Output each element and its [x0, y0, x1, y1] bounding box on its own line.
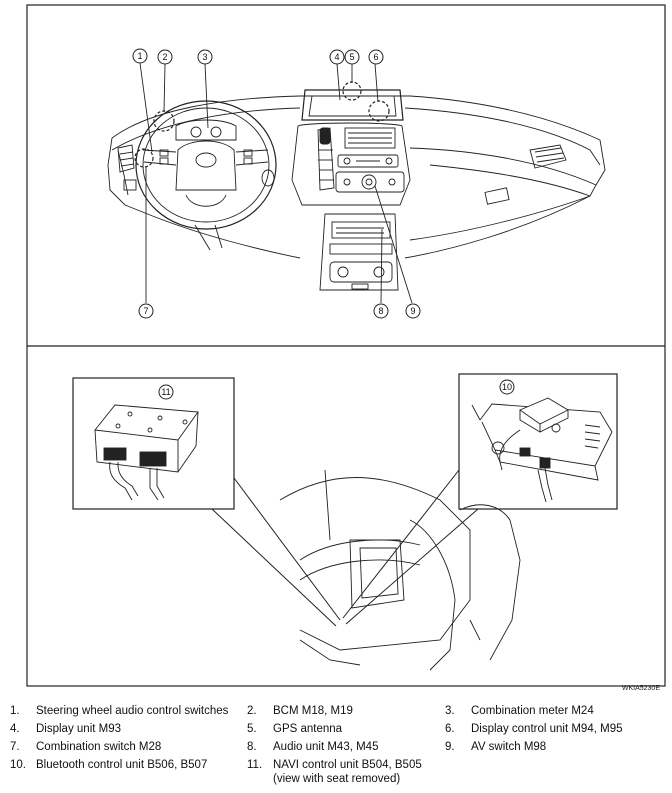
figure-code: WKIA5230E: [622, 685, 660, 692]
callout-2: 2: [157, 49, 173, 65]
callout-number: 8: [378, 306, 383, 316]
legend: 1. Steering wheel audio control switches…: [10, 705, 623, 785]
callout-circle: [158, 384, 174, 400]
callout-number: 4: [334, 52, 339, 62]
callout-number: 11: [161, 387, 170, 397]
callout-3: 3: [197, 49, 213, 65]
callout-number: 10: [502, 382, 512, 392]
callout-circle: [132, 48, 148, 64]
inset-pointer-lines: [211, 469, 479, 627]
callout-8: 8: [373, 303, 389, 319]
highlight-circle-6: [368, 100, 390, 122]
highlight-circle-5: [342, 81, 362, 101]
callout-5: 5: [344, 49, 360, 65]
interior-illustration: [279, 469, 521, 671]
highlight-circles-top: [134, 81, 390, 168]
callout-number: 6: [373, 52, 378, 62]
bluetooth-unit-inset: [458, 373, 618, 510]
callout-circle: [368, 49, 384, 65]
callout-number: 7: [143, 306, 148, 316]
callout-number: 2: [162, 52, 167, 62]
callout-11: 11: [158, 384, 174, 400]
callout-circle: [499, 379, 515, 395]
callout-circle: [373, 303, 389, 319]
callout-leaders-top: [139, 62, 413, 304]
component-location-diagram: 1 2 3 45 6 7 8 9 10 11 WKIA5230E: [26, 4, 666, 692]
callout-6: 6: [368, 49, 384, 65]
callout-circle: [329, 49, 345, 65]
callout-circle: [197, 49, 213, 65]
callout-number: 9: [410, 306, 415, 316]
callout-circle: [344, 49, 360, 65]
callout-number: 5: [349, 52, 354, 62]
callout-10: 10: [499, 379, 515, 395]
navi-unit-inset: [72, 377, 235, 510]
callout-number: 3: [202, 52, 207, 62]
callout-9: 9: [405, 303, 421, 319]
callout-4: 4: [329, 49, 345, 65]
callout-7: 7: [138, 303, 154, 319]
callout-circle: [405, 303, 421, 319]
dashboard-illustration: [107, 89, 606, 291]
callout-number: 1: [137, 51, 142, 61]
callout-circle: [157, 49, 173, 65]
callout-circle: [138, 303, 154, 319]
callout-1: 1: [132, 48, 148, 64]
highlight-circle-7: [134, 148, 154, 168]
